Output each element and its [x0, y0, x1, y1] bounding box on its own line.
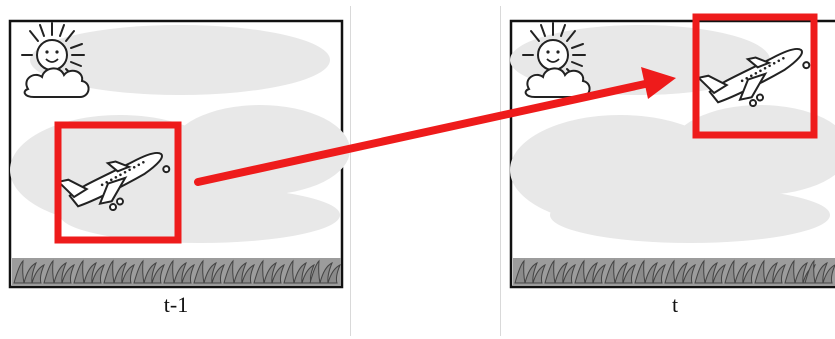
grass-icon: [513, 258, 835, 286]
frame-label-t-minus-1: t-1: [146, 292, 206, 318]
grass-icon: [12, 258, 341, 286]
frame-t: [510, 17, 835, 287]
frame-t-minus-1: [10, 21, 350, 287]
frame-label-t: t: [645, 292, 705, 318]
